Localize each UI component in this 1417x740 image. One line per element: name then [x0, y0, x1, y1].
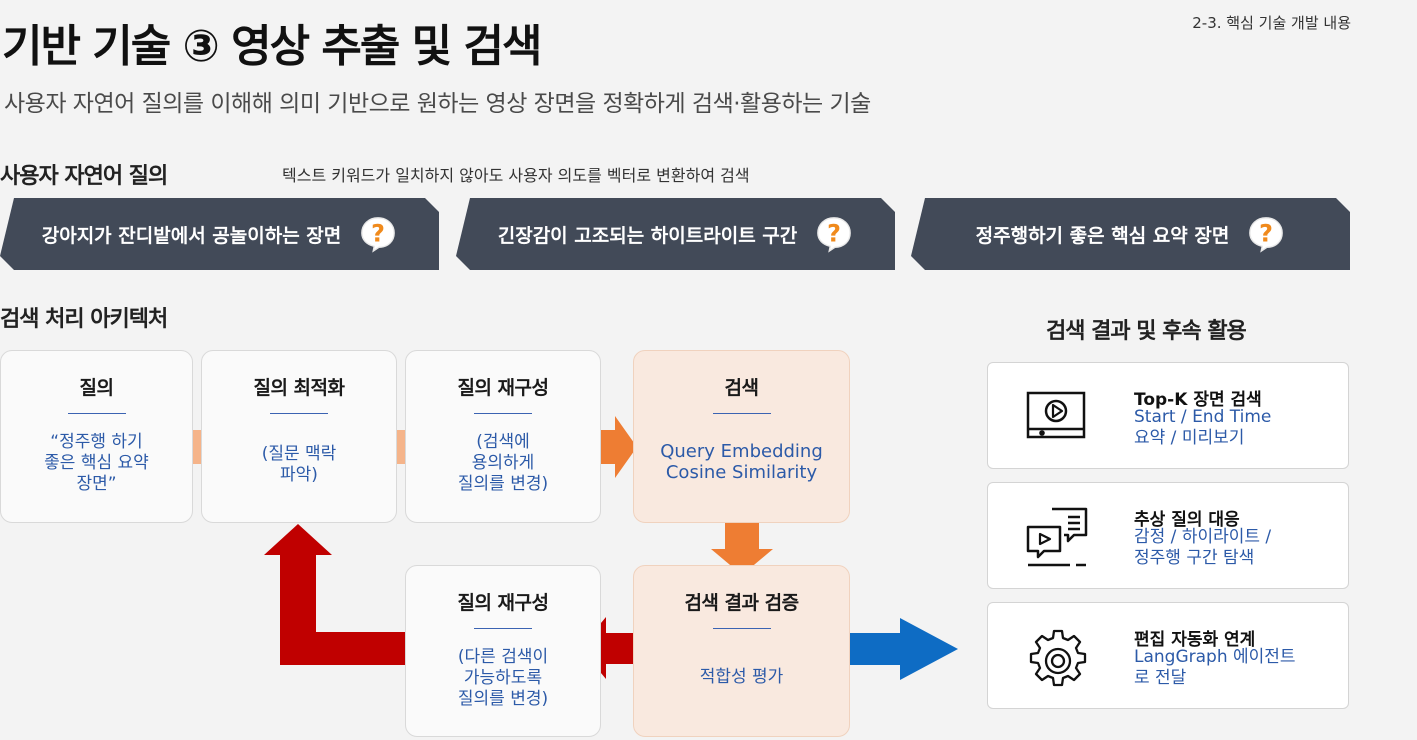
step-body: (질문 맥락 파악): [261, 444, 337, 485]
arrow-search-to-verify: [711, 520, 773, 575]
step-divider: [474, 413, 532, 414]
arrow-rewrite-to-search: [598, 416, 637, 478]
step-divider: [270, 413, 328, 414]
step-title: 질의 최적화: [253, 377, 345, 399]
step-card-query: 질의 “정주행 하기 좋은 핵심 요약 장면”: [0, 350, 193, 523]
video-player-icon: [1026, 391, 1086, 439]
query-box-1: 강아지가 잔디밭에서 공놀이하는 장면 ?: [0, 198, 439, 270]
step-body: (검색에 용의하게 질의를 변경): [457, 432, 549, 494]
arrow-verify-to-results: [849, 618, 958, 680]
step-divider: [474, 628, 532, 629]
query-section-title: 사용자 자연어 질의: [0, 164, 168, 189]
query-text: 긴장감이 고조되는 하이트라이트 구간: [497, 224, 798, 247]
page-subtitle: 사용자 자연어 질의를 이해해 의미 기반으로 원하는 영상 장면을 정확하게 …: [4, 91, 871, 117]
step-title: 질의 재구성: [457, 377, 549, 399]
svg-text:?: ?: [371, 220, 385, 248]
result-body: 감정 / 하이라이트 / 정주행 구간 탐색: [1134, 527, 1272, 568]
step-divider: [712, 413, 771, 414]
results-title: 검색 결과 및 후속 활용: [1046, 319, 1247, 344]
query-section-description: 텍스트 키워드가 일치하지 않아도 사용자 의도를 벡터로 변환하여 검색: [282, 166, 750, 185]
svg-text:?: ?: [1259, 220, 1273, 248]
step-card-search: 검색 Query Embedding Cosine Similarity: [633, 350, 850, 523]
result-card-topk: Top-K 장면 검색 Start / End Time 요약 / 미리보기: [987, 362, 1349, 469]
section-tag: 2-3. 핵심 기술 개발 내용: [1192, 14, 1351, 32]
step-card-verify: 검색 결과 검증 적합성 평가: [633, 565, 850, 737]
step-card-rewrite: 질의 재구성 (검색에 용의하게 질의를 변경): [405, 350, 601, 523]
step-body: Query Embedding Cosine Similarity: [660, 441, 823, 483]
result-card-abstract: 추상 질의 대응 감정 / 하이라이트 / 정주행 구간 탐색: [987, 482, 1349, 589]
step-title: 검색: [724, 377, 759, 399]
question-bubble-icon: ?: [815, 215, 853, 253]
query-text: 강아지가 잔디밭에서 공놀이하는 장면: [41, 224, 342, 247]
step-title: 검색 결과 검증: [684, 592, 799, 614]
architecture-title: 검색 처리 아키텍처: [0, 307, 168, 332]
page-title: 기반 기술 ③ 영상 추출 및 검색: [2, 21, 542, 72]
svg-text:?: ?: [827, 220, 841, 248]
result-body: LangGraph 에이전트 로 전달: [1134, 647, 1296, 688]
chat-video-icon: [1026, 507, 1088, 567]
result-title: Top-K 장면 검색: [1134, 390, 1262, 410]
gear-icon: [1029, 629, 1087, 687]
result-card-automation: 편집 자동화 연계 LangGraph 에이전트 로 전달: [987, 602, 1349, 709]
query-box-3: 정주행하기 좋은 핵심 요약 장면 ?: [911, 198, 1350, 270]
step-body: 적합성 평가: [699, 667, 784, 687]
step-card-rewrite-retry: 질의 재구성 (다른 검색이 가능하도록 질의를 변경): [405, 565, 601, 737]
result-body: Start / End Time 요약 / 미리보기: [1134, 407, 1272, 448]
question-bubble-icon: ?: [1247, 215, 1285, 253]
query-box-2: 긴장감이 고조되는 하이트라이트 구간 ?: [456, 198, 895, 270]
result-title: 편집 자동화 연계: [1134, 630, 1256, 650]
result-title: 추상 질의 대응: [1134, 510, 1240, 530]
step-divider: [67, 413, 126, 414]
step-title: 질의 재구성: [457, 592, 549, 614]
question-bubble-icon: ?: [359, 215, 397, 253]
step-body: “정주행 하기 좋은 핵심 요약 장면”: [44, 432, 149, 494]
step-body: (다른 검색이 가능하도록 질의를 변경): [457, 647, 549, 709]
arrow-loop-back: [264, 524, 406, 665]
step-card-optimize: 질의 최적화 (질문 맥락 파악): [201, 350, 397, 523]
step-divider: [712, 628, 771, 629]
step-title: 질의: [79, 377, 114, 399]
query-text: 정주행하기 좋은 핵심 요약 장면: [975, 224, 1230, 247]
